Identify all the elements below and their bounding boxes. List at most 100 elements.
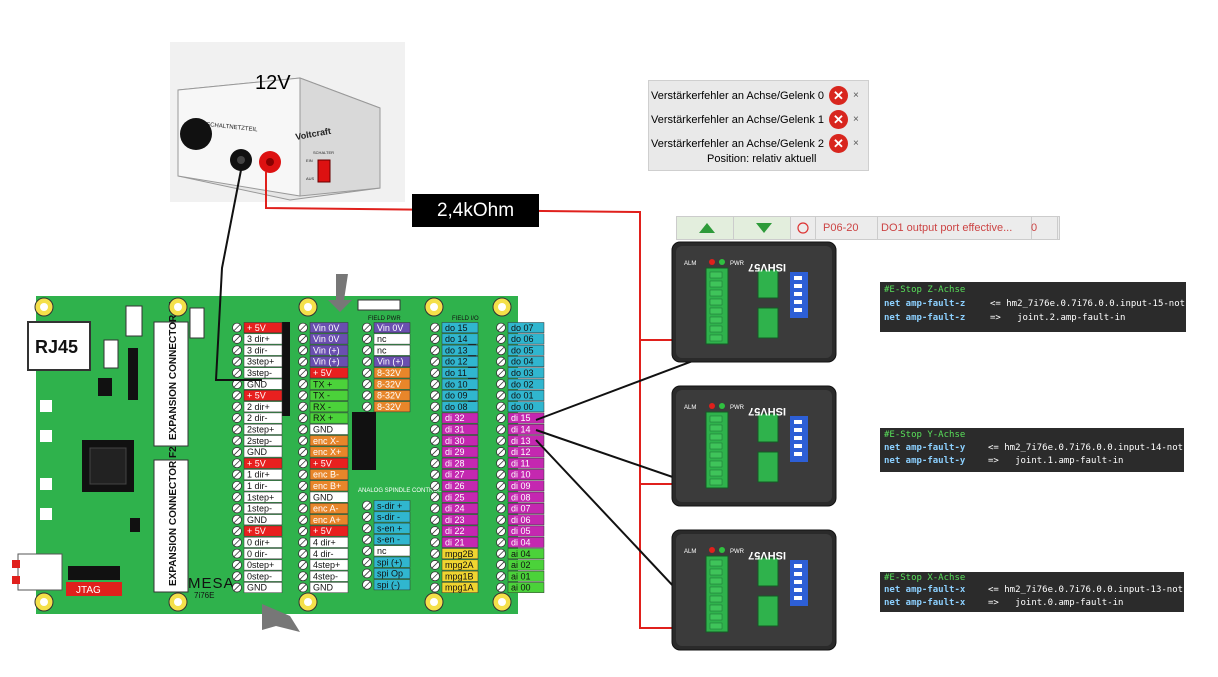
pin-label: do 13 (445, 345, 468, 355)
pin-label-bg (441, 525, 479, 537)
pin-label-bg (243, 503, 283, 514)
pin-label: 2 dir- (247, 413, 268, 423)
code-net: net amp-fault-z (884, 299, 966, 309)
pin-label: 3 dir+ (247, 334, 270, 344)
pin-label-bg (243, 469, 283, 480)
pin-label-bg (441, 378, 479, 390)
pin-label-bg (441, 401, 479, 413)
pin-label: + 5V (313, 526, 332, 536)
pin-label-bg (441, 446, 479, 458)
pin-label: spi Op (377, 569, 403, 579)
arrow-up-icon (699, 223, 715, 233)
pin-label: TX + (313, 379, 332, 389)
radio-button[interactable] (791, 217, 816, 239)
pin-label-bg (373, 568, 411, 579)
pin-label-bg (309, 559, 349, 571)
pin-label: di 07 (511, 504, 531, 514)
code-net: net amp-fault-x (884, 585, 966, 595)
board-model: 7i76E (194, 591, 214, 600)
pin-label: do 12 (445, 357, 468, 367)
pin-label-bg (373, 322, 411, 334)
pin-label: enc X+ (313, 447, 341, 457)
pin-label-bg (373, 401, 411, 413)
close-icon[interactable]: × (853, 114, 859, 125)
error-text: Verstärkerfehler an Achse/Gelenk 1 (651, 114, 825, 126)
pin-label: di 15 (511, 413, 531, 423)
pin-label-bg (243, 480, 283, 492)
pin-label: + 5V (247, 391, 266, 401)
pin-label-bg (441, 582, 479, 593)
pin-label: di 14 (511, 425, 531, 435)
close-icon[interactable]: × (853, 138, 859, 149)
pin-label: + 5V (247, 526, 266, 536)
circle-icon (797, 222, 809, 234)
pin-label-bg (243, 536, 283, 548)
pin-label: + 5V (247, 323, 266, 333)
pin-label: 0step- (247, 571, 272, 581)
error-row: Verstärkerfehler an Achse/Gelenk 2 ✕ × (649, 131, 868, 157)
pin-label-bg (309, 367, 349, 379)
rj45-label: RJ45 (35, 337, 78, 357)
close-icon[interactable]: × (853, 90, 859, 101)
pin-label-bg (243, 435, 283, 447)
pin-label-bg (441, 356, 479, 367)
pin-label: do 07 (511, 323, 534, 333)
pin-label-bg (507, 435, 545, 447)
pin-label: di 28 (445, 458, 465, 468)
terminal-blocks: + 5V3 dir+3 dir-3step+3step-GND+ 5V2 dir… (232, 322, 545, 593)
pin-label: nc (377, 334, 387, 344)
pin-label-bg (507, 525, 545, 537)
code-target: => joint.2.amp-fault-in (990, 313, 1126, 323)
pin-label-bg (507, 322, 545, 334)
drive-model: ISHV57 (748, 261, 786, 273)
pin-label: GND (247, 379, 268, 389)
pin-label-bg (243, 514, 283, 526)
pin-label: 1 dir+ (247, 470, 270, 480)
pin-label: ai 04 (511, 549, 531, 559)
arrow-down-icon (756, 223, 772, 233)
pin-label: 1step+ (247, 492, 274, 502)
pin-label-bg (309, 570, 349, 582)
pin-label-bg (441, 480, 479, 492)
power-led (719, 403, 725, 409)
pin-label-bg (373, 344, 411, 356)
pin-label: di 24 (445, 504, 465, 514)
pin-label-bg (243, 548, 283, 560)
pin-label-bg (243, 367, 283, 379)
arrow-down-button[interactable] (734, 217, 791, 239)
pin-label: Vin (+) (313, 345, 340, 355)
pin-label: + 5V (313, 458, 332, 468)
pin-label-bg (309, 548, 349, 560)
pin-label: di 30 (445, 436, 465, 446)
pin-label-bg (441, 469, 479, 480)
pin-label-bg (373, 378, 411, 390)
pin-label: di 29 (445, 447, 465, 457)
pin-label: 2step- (247, 436, 272, 446)
error-icon: ✕ (829, 110, 848, 129)
pin-label: 4 dir- (313, 549, 334, 559)
pin-label: nc (377, 546, 387, 556)
pin-label-bg (309, 356, 349, 367)
code-comment: #E-Stop Y-Achse (884, 430, 966, 440)
pin-label-bg (441, 390, 479, 401)
code-net: net amp-fault-x (884, 598, 966, 608)
pin-label: do 04 (511, 357, 534, 367)
pin-label: s-en + (377, 523, 402, 533)
pin-label-bg (507, 480, 545, 492)
arrow-up-button[interactable] (677, 217, 734, 239)
pin-label: do 08 (445, 402, 468, 412)
pin-label-bg (373, 356, 411, 367)
pin-label-bg (507, 333, 545, 345)
pin-label: GND (247, 515, 268, 525)
pin-label: mpg1B (445, 571, 474, 581)
pin-label-bg (441, 322, 479, 334)
pin-label-bg (441, 514, 479, 526)
code-target: => joint.0.amp-fault-in (988, 598, 1124, 608)
pin-label: di 12 (511, 447, 531, 457)
error-icon: ✕ (829, 86, 848, 105)
pin-label-bg (373, 545, 411, 557)
connector-f2-label: EXPANSION CONNECTOR F2 (168, 446, 179, 586)
pin-label: di 11 (511, 458, 530, 468)
code-comment: #E-Stop X-Achse (884, 573, 966, 583)
